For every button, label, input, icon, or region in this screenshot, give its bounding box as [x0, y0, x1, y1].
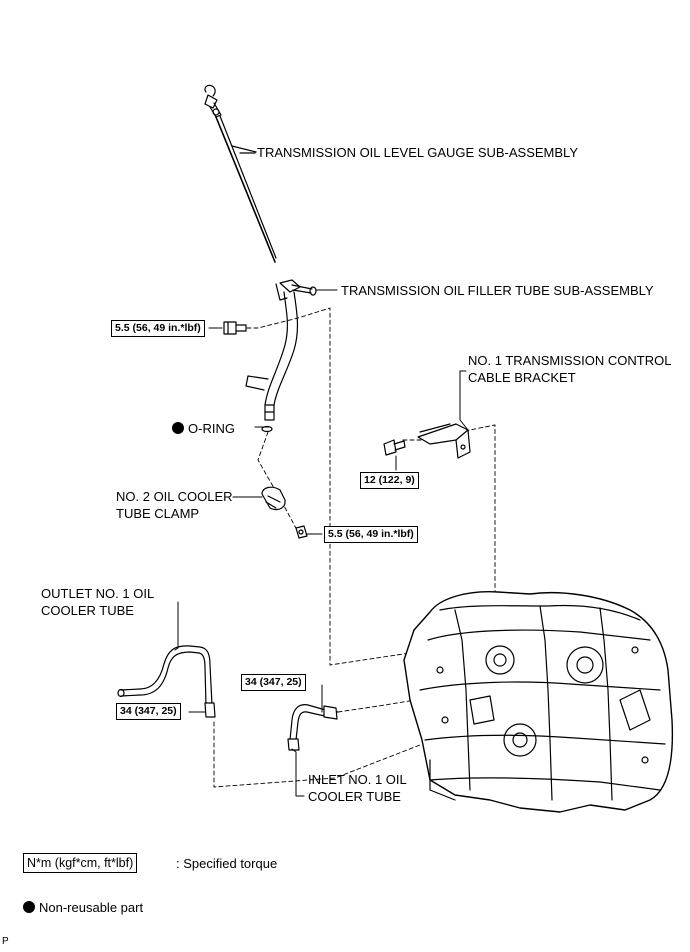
non-reusable-legend: Non-reusable part: [23, 899, 143, 916]
filler-tube-bolt-drawing: [223, 321, 247, 335]
inlet-tube-label-line2: COOLER TUBE: [308, 789, 401, 804]
corner-mark: P: [2, 936, 9, 947]
filler-bolt-torque-box: 5.5 (56, 49 in.*lbf): [111, 320, 205, 337]
non-reusable-legend-text: Non-reusable part: [39, 900, 144, 915]
o-ring-text: O-RING: [188, 421, 235, 436]
label-leaders: [174, 289, 469, 797]
clamp-label-line2: TUBE CLAMP: [116, 506, 200, 521]
filler-tube-label: TRANSMISSION OIL FILLER TUBE SUB-ASSEMBL…: [341, 283, 654, 298]
oil-cooler-clamp-drawing: [261, 486, 286, 511]
bracket-label-line1: NO. 1 TRANSMISSION CONTROL: [468, 353, 672, 368]
inlet-tube-label-line1: INLET NO. 1 OIL: [308, 772, 407, 787]
oil-filler-tube-drawing: [245, 279, 317, 433]
clamp-label-line1: NO. 2 OIL COOLER: [116, 489, 233, 504]
outlet-cooler-tube-drawing: [117, 645, 216, 718]
transaxle-housing-drawing: [403, 590, 674, 813]
control-cable-bracket-drawing: [417, 423, 471, 459]
non-reusable-dot-icon: [172, 422, 184, 434]
bracket-bolt-drawing: [383, 439, 406, 456]
o-ring-label: O-RING: [172, 420, 235, 437]
non-reusable-legend-dot-icon: [23, 901, 35, 913]
inlet-torque-box: 34 (347, 25): [241, 674, 306, 691]
oil-level-gauge-drawing: [204, 84, 277, 263]
gauge-label: TRANSMISSION OIL LEVEL GAUGE SUB-ASSEMBL…: [257, 145, 578, 160]
torque-unit-legend-text: : Specified torque: [176, 856, 278, 871]
outlet-tube-label-line1: OUTLET NO. 1 OIL: [41, 586, 155, 601]
bracket-bolt-torque-box: 12 (122, 9): [360, 472, 419, 489]
outlet-tube-label-line2: COOLER TUBE: [41, 603, 134, 618]
clamp-bolt-drawing: [295, 525, 308, 539]
clamp-bolt-torque-box: 5.5 (56, 49 in.*lbf): [324, 526, 418, 543]
torque-unit-legend-box: N*m (kgf*cm, ft*lbf): [23, 853, 138, 873]
bracket-label-line2: CABLE BRACKET: [468, 370, 576, 385]
assembly-dashed-lines: [213, 307, 496, 788]
inlet-cooler-tube-drawing: [287, 704, 339, 751]
outlet-torque-box: 34 (347, 25): [116, 703, 181, 720]
